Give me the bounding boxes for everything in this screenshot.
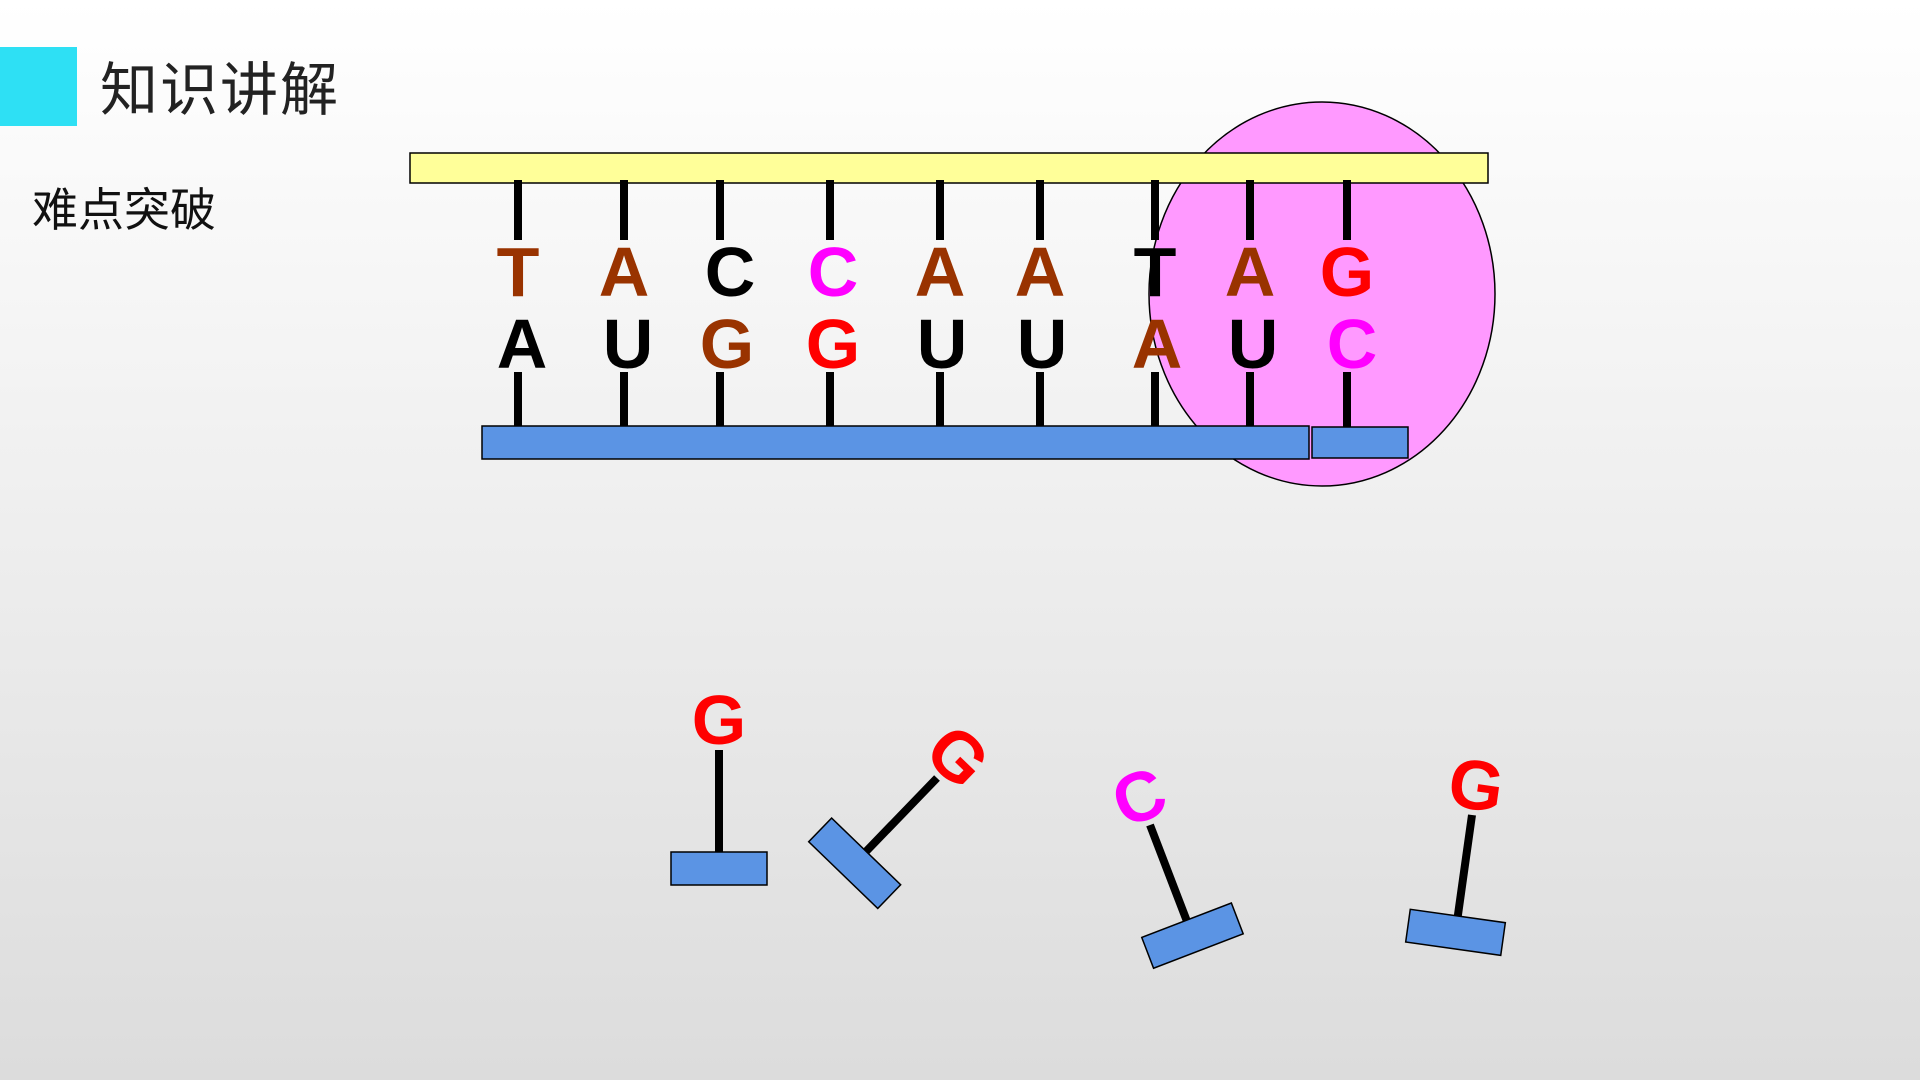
nucleotide-base-block (670, 851, 768, 886)
nucleotide-base-block (1140, 902, 1245, 970)
free-nucleotide: C (1102, 752, 1245, 970)
nucleotide-base-block (807, 816, 902, 910)
rna-base-letter: G (700, 305, 754, 383)
rna-polymerase (1148, 101, 1496, 487)
section-subtitle: 难点突破 (32, 183, 216, 237)
rna-backbone (481, 425, 1310, 460)
dna-base-letter: A (1225, 233, 1276, 311)
rna-base-letter: C (1327, 305, 1378, 383)
rna-backbone-new-segment (1311, 426, 1409, 459)
nucleotide-stick (863, 775, 940, 855)
free-nucleotide: G (670, 681, 768, 886)
nucleotide-stick (1146, 823, 1191, 922)
dna-base-letter: C (705, 233, 756, 311)
free-nucleotide: G (807, 709, 1005, 910)
rna-base-letter: A (1132, 305, 1183, 383)
rna-base-letter: A (497, 305, 548, 383)
title-accent-block (0, 47, 77, 126)
dna-base-letter: T (497, 233, 540, 311)
rna-base-letter: U (603, 305, 654, 383)
free-nucleotide: G (1404, 743, 1509, 957)
nucleotide-stick (1453, 814, 1476, 917)
rna-base-letter: G (806, 305, 860, 383)
dna-base-letter: G (1320, 233, 1374, 311)
dna-base-letter: A (1015, 233, 1066, 311)
dna-base-letter: C (808, 233, 859, 311)
nucleotide-letter: G (692, 681, 746, 759)
page-title: 知识讲解 (100, 56, 341, 124)
nucleotide-base-block (1404, 908, 1507, 957)
rna-base-letter: U (1017, 305, 1068, 383)
dna-base-letter: T (1134, 233, 1177, 311)
nucleotide-letter: C (1102, 752, 1177, 843)
rna-base-letter: U (917, 305, 968, 383)
dna-template-strand (409, 152, 1489, 184)
nucleotide-letter: G (1444, 743, 1509, 828)
dna-base-letter: A (599, 233, 650, 311)
rna-base-letter: U (1228, 305, 1279, 383)
dna-base-letter: A (915, 233, 966, 311)
